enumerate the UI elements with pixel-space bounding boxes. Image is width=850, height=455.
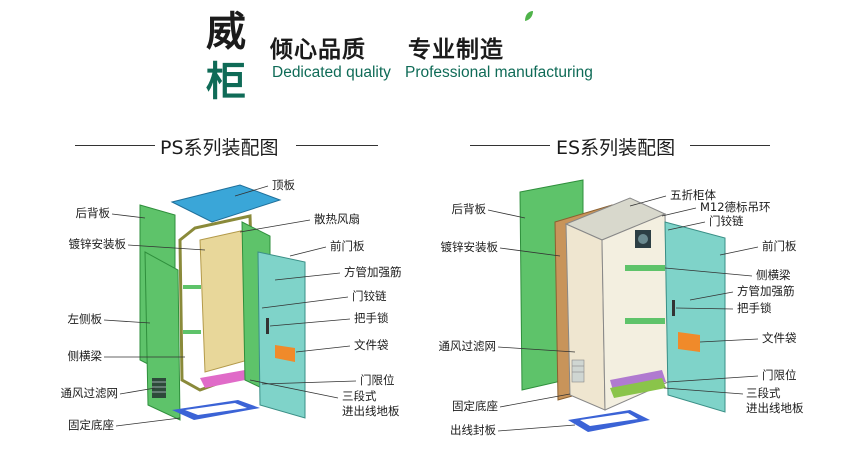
ps-leader-stop bbox=[261, 380, 357, 385]
es-label-vent-filter: 通风过滤网 bbox=[438, 339, 497, 353]
es-leader-body bbox=[629, 195, 667, 207]
ps-leader-tube bbox=[274, 272, 341, 281]
es-section-title: ES系列装配图 bbox=[556, 137, 676, 159]
es-label-front-door: 前门板 bbox=[762, 239, 797, 253]
es-leader-lock bbox=[675, 307, 734, 310]
es-file-pocket bbox=[678, 332, 700, 352]
ps-label-floor-1: 三段式 bbox=[342, 389, 377, 403]
es-label-lock: 把手锁 bbox=[737, 301, 772, 315]
es-vent-filter bbox=[571, 359, 585, 383]
ps-leader-top bbox=[234, 185, 269, 197]
ps-label-back-panel: 后背板 bbox=[75, 206, 111, 220]
ps-section-title: PS系列装配图 bbox=[160, 137, 279, 159]
ps-vent-filter bbox=[152, 378, 166, 398]
ps-label-vent-filter: 通风过滤网 bbox=[60, 386, 119, 400]
es-label-floor-1: 三段式 bbox=[746, 386, 781, 400]
es-leader-eyebolt bbox=[661, 207, 697, 217]
ps-label-lock: 把手锁 bbox=[354, 311, 389, 325]
ps-leader-mount bbox=[127, 244, 206, 251]
ps-leader-left bbox=[103, 319, 151, 324]
es-title-rule-left bbox=[470, 145, 550, 146]
es-leader-base bbox=[499, 393, 571, 408]
leaf-icon bbox=[524, 10, 534, 22]
ps-crossbar-2 bbox=[183, 330, 201, 334]
es-door-handle bbox=[672, 300, 675, 316]
ps-file-pocket bbox=[275, 345, 295, 362]
es-label-floor-2: 进出线地板 bbox=[746, 401, 804, 415]
brand-char-2: 柜 bbox=[206, 58, 246, 105]
ps-label-left-panel: 左侧板 bbox=[67, 312, 103, 326]
ps-label-top-panel: 顶板 bbox=[272, 178, 295, 192]
es-crossbar-2 bbox=[625, 318, 665, 324]
es-leader-pocket bbox=[699, 338, 759, 343]
ps-title-rule-right bbox=[296, 145, 378, 146]
ps-label-floor-2: 进出线地板 bbox=[342, 404, 400, 418]
es-label-hinge: 门铰链 bbox=[709, 214, 744, 228]
slogan-cn-2: 专业制造 bbox=[408, 37, 504, 63]
ps-crossbar-1 bbox=[183, 285, 201, 289]
ps-leader-back bbox=[111, 213, 146, 219]
brand-logo: 威 柜 bbox=[206, 12, 256, 107]
es-label-body: 五折柜体 bbox=[670, 188, 716, 202]
es-leader-vent bbox=[497, 346, 576, 353]
ps-floor-plate bbox=[200, 370, 255, 388]
es-label-back-panel: 后背板 bbox=[451, 202, 487, 216]
es-seal-plate-inner bbox=[580, 413, 638, 426]
ps-label-hinge: 门铰链 bbox=[352, 289, 387, 303]
ps-label-door-stop: 门限位 bbox=[360, 373, 395, 387]
es-floor-plate-2 bbox=[610, 378, 666, 398]
slogan-en-1: Dedicated quality bbox=[272, 64, 391, 81]
ps-label-crossbar: 侧横梁 bbox=[67, 349, 103, 363]
es-leader-back bbox=[487, 209, 526, 219]
es-leader-hinge bbox=[667, 221, 706, 231]
ps-leader-base bbox=[115, 417, 181, 427]
es-label-mounting-plate: 镀锌安装板 bbox=[440, 240, 499, 254]
ps-leader-lock bbox=[269, 318, 351, 327]
ps-label-mounting-plate: 镀锌安装板 bbox=[68, 237, 127, 251]
ps-leader-hinge bbox=[261, 296, 349, 309]
ps-front-door bbox=[257, 251, 306, 419]
es-front-door bbox=[664, 221, 726, 413]
ps-top-panel bbox=[170, 184, 282, 223]
es-leader-door bbox=[719, 246, 759, 256]
ps-title-rule-left bbox=[75, 145, 155, 146]
ps-label-tube: 方管加强筋 bbox=[344, 265, 402, 279]
brand-char-1: 威 bbox=[206, 8, 246, 55]
es-label-crossbar: 侧横梁 bbox=[756, 268, 791, 282]
es-fan bbox=[635, 230, 651, 248]
ps-label-file-pocket: 文件袋 bbox=[354, 338, 389, 352]
es-leader-crossbar bbox=[664, 267, 753, 277]
es-label-tube: 方管加强筋 bbox=[737, 284, 795, 298]
ps-leader-door bbox=[289, 246, 327, 257]
es-label-seal-plate: 出线封板 bbox=[450, 423, 496, 437]
ps-label-base: 固定底座 bbox=[68, 418, 114, 432]
es-leader-tube bbox=[689, 291, 734, 301]
es-label-base: 固定底座 bbox=[452, 399, 498, 413]
es-label-file-pocket: 文件袋 bbox=[762, 331, 797, 345]
es-leader-seal bbox=[497, 424, 576, 432]
ps-base-inner bbox=[185, 403, 247, 415]
ps-label-fan: 散热风扇 bbox=[314, 212, 360, 226]
es-crossbar-1 bbox=[625, 265, 665, 271]
ps-leader-fan bbox=[239, 219, 311, 233]
slogan-en-2: Professional manufacturing bbox=[405, 64, 593, 81]
ps-leader-vent bbox=[119, 387, 156, 395]
ps-label-front-door: 前门板 bbox=[330, 239, 365, 253]
es-label-door-stop: 门限位 bbox=[762, 368, 797, 382]
es-label-eyebolt: M12德标吊环 bbox=[700, 200, 771, 214]
es-leader-mount bbox=[499, 247, 561, 257]
ps-leader-floor bbox=[249, 379, 339, 399]
es-leader-floor bbox=[663, 387, 744, 395]
slogan-cn-1: 倾心品质 bbox=[270, 37, 366, 63]
es-title-rule-right bbox=[690, 145, 770, 146]
ps-door-handle bbox=[266, 318, 269, 334]
ps-leader-pocket bbox=[295, 345, 351, 353]
es-leader-stop bbox=[667, 375, 759, 383]
